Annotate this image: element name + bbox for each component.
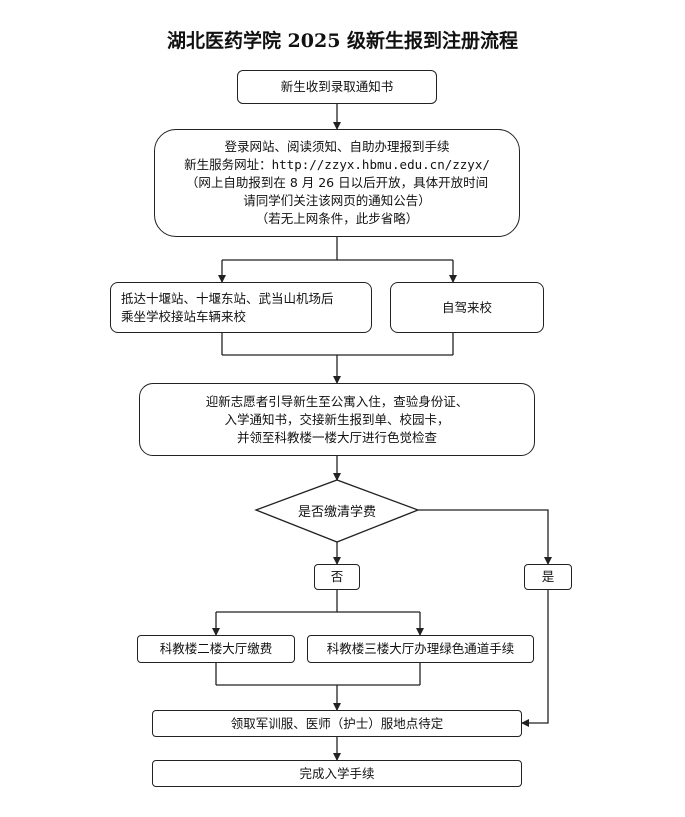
step-green-channel: 科教楼三楼大厅办理绿色通道手续 [307,635,534,663]
decision-label: 是否缴清学费 [297,505,376,520]
online-line1: 登录网站、阅读须知、自助办理报到手续 [224,139,450,154]
online-line3: （网上自助报到在 8 月 26 日以后开放，具体开放时间 [185,175,489,190]
green-channel-label: 科教楼三楼大厅办理绿色通道手续 [326,641,515,656]
branch-yes: 是 [524,564,572,590]
step-collect-uniform: 领取军训服、医师（护士）服地点待定 [152,710,522,737]
step-receive-notice: 新生收到录取通知书 [237,70,437,104]
step-online-registration: 登录网站、阅读须知、自助办理报到手续 新生服务网址：http://zzyx.hb… [154,129,520,237]
volunteer-line2: 入学通知书，交接新生报到单、校园卡， [224,411,450,427]
online-url: http://zzyx.hbmu.edu.cn/zzyx/ [271,157,490,172]
branch-yes-label: 是 [541,569,555,584]
collect-uniform-label: 领取军训服、医师（护士）服地点待定 [230,715,444,731]
volunteer-line3: 并领至科教楼一楼大厅进行色觉检查 [236,429,437,445]
step-self-drive: 自驾来校 [390,282,544,333]
connector-decision-to-yes [418,509,552,565]
complete-label: 完成入学手续 [299,765,375,781]
pay-fee-label: 科教楼二楼大厅缴费 [159,641,273,656]
branch-no-label: 否 [330,569,344,584]
page-title: 湖北医药学院 2025 级新生报到注册流程 [166,30,519,52]
online-line4: 请同学们关注该网页的通知公告） [243,193,431,208]
arrive-station-line2: 乘坐学校接站车辆来校 [121,308,247,324]
step-receive-notice-label: 新生收到录取通知书 [280,79,394,94]
self-drive-label: 自驾来校 [441,299,492,315]
step-complete: 完成入学手续 [152,760,522,787]
volunteer-line1: 迎新志愿者引导新生至公寓入住，查验身份证、 [205,393,469,409]
online-line5: （若无上网条件，此步省略） [255,211,419,226]
arrive-station-line1: 抵达十堰站、十堰东站、武当山机场后 [121,290,334,306]
step-pay-fee: 科教楼二楼大厅缴费 [137,635,295,663]
step-volunteer-guide: 迎新志愿者引导新生至公寓入住，查验身份证、 入学通知书，交接新生报到单、校园卡，… [139,383,535,456]
decision-diamond [254,479,420,543]
connector-yes-to-collect [521,590,549,727]
online-url-label: 新生服务网址： [184,157,272,172]
branch-no: 否 [314,564,360,590]
step-arrive-station: 抵达十堰站、十堰东站、武当山机场后 乘坐学校接站车辆来校 [110,282,372,333]
